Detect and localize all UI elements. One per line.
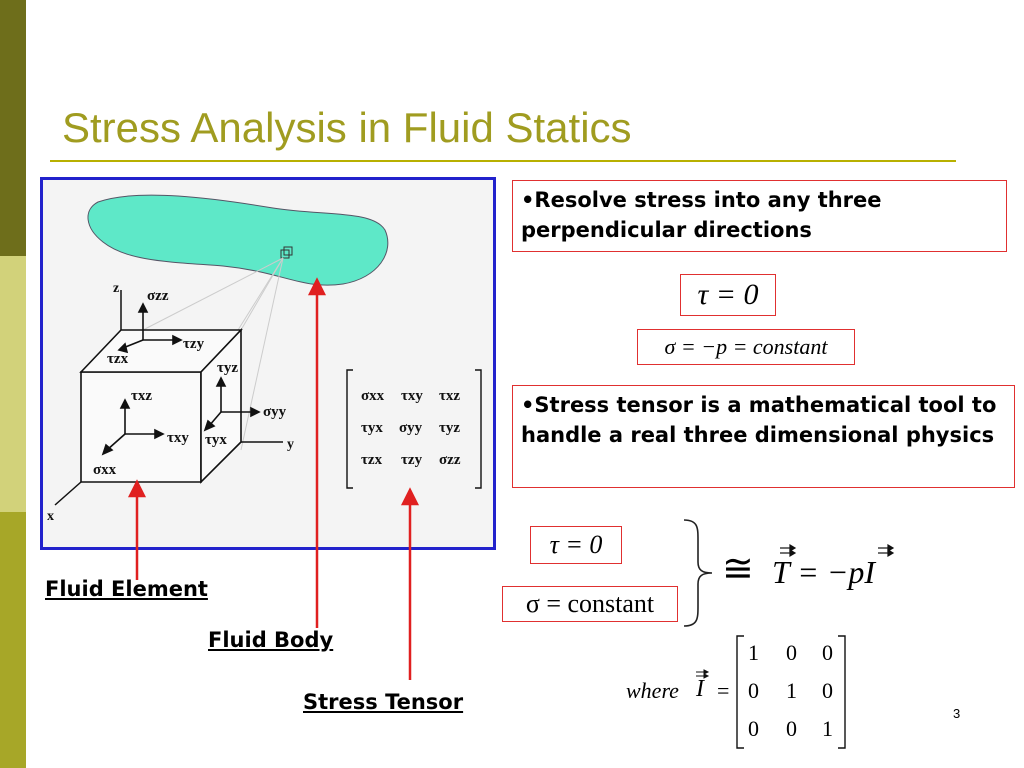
eq-tau-zero: τ = 0 [680,274,776,316]
eq-tau-zero-text: τ = 0 [697,278,759,311]
tensor-r3c1: τzx [361,452,383,468]
label-tyx: τyx [205,432,227,448]
stress-diagram: z y x σzz τzx τzy τyz τxz σyy τxy [40,177,496,550]
tensor-r1c3: τxz [439,388,460,404]
label-tyz: τyz [217,360,238,376]
eq-sigma-constant-2-text: σ = constant [525,589,655,618]
title-underline [50,160,956,162]
sidebar-stripe-bottom [0,512,26,768]
label-syy: σyy [263,404,287,420]
sidebar-stripe-top [0,0,26,256]
matrix-r1c1: 1 [748,640,759,665]
curly-brace [683,519,713,627]
label-txz: τxz [131,388,152,404]
matrix-r2c3: 0 [822,678,833,703]
matrix-r1c3: 0 [822,640,833,665]
tensor-r2c3: τyz [439,420,460,436]
identity-matrix-brackets [736,635,846,749]
identity-equals: = [717,678,730,703]
axis-y: y [287,437,294,452]
label-tzx: τzx [107,351,129,367]
fluid-body-blob [87,194,389,286]
label-sxx: σxx [93,462,117,478]
bullet-stress-tensor: •Stress tensor is a mathematical tool to… [512,385,1015,488]
slide-title: Stress Analysis in Fluid Statics [62,104,632,151]
label-txy: τxy [167,430,189,446]
fluid-element-cube [79,328,243,484]
stress-diagram-svg: z y x σzz τzx τzy τyz τxz σyy τxy [47,194,482,524]
where-label: where [626,678,679,703]
tensor-overarrows [780,543,895,558]
caption-fluid-body: Fluid Body [208,628,334,652]
bullet-resolve-stress: •Resolve stress into any three perpendic… [512,180,1007,252]
label-tzy: τzy [183,336,205,352]
matrix-r1c2: 0 [786,640,797,665]
tensor-r2c1: τyx [361,420,383,436]
tensor-brackets [346,369,482,489]
matrix-r3c1: 0 [748,716,759,741]
approx-symbol: ≅ [722,548,754,590]
label-szz: σzz [147,288,169,304]
sidebar-stripes [0,0,26,768]
identity-symbol: I [696,676,704,702]
tensor-equation: T = −pI [772,554,876,590]
matrix-r2c1: 0 [748,678,759,703]
matrix-r2c2: 1 [786,678,797,703]
sidebar-stripe-middle [0,256,26,512]
tensor-entries: σxx τxy τxz τyx σyy τyz τzx τzy σzz [361,388,461,468]
eq-sigma-constant-text: σ = −p = constant [664,334,828,359]
axis-x: x [47,509,54,524]
matrix-r3c3: 1 [822,716,833,741]
tensor-r3c3: σzz [439,452,461,468]
axis-z: z [113,281,119,296]
tensor-r1c1: σxx [361,388,385,404]
eq-sigma-constant-2: σ = constant [502,586,678,622]
tensor-r2c2: σyy [399,420,423,436]
caption-fluid-element: Fluid Element [45,577,208,601]
tensor-r3c2: τzy [401,452,423,468]
eq-tau-zero-2: τ = 0 [530,526,622,564]
page-number: 3 [953,706,961,721]
caption-stress-tensor: Stress Tensor [303,690,464,714]
identity-overarrows [696,669,710,679]
eq-sigma-constant: σ = −p = constant [637,329,855,365]
element-marker [280,249,290,259]
eq-tau-zero-2-text: τ = 0 [549,530,603,559]
tensor-r1c2: τxy [401,388,423,404]
matrix-r3c2: 0 [786,716,797,741]
